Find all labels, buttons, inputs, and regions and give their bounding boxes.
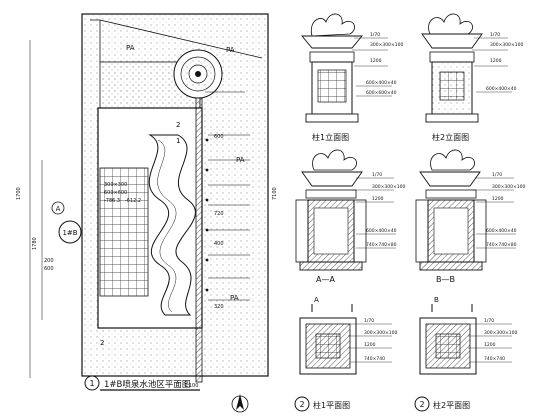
- column-1-elevation: 1/70 300×300×100 1200 600×400×40 600×600…: [301, 13, 403, 142]
- svg-text:740×740: 740×740: [364, 356, 385, 362]
- svg-text:-612.2: -612.2: [125, 198, 141, 204]
- svg-text:1/70: 1/70: [492, 172, 502, 178]
- svg-text:720: 720: [214, 211, 224, 217]
- flower-icon: [312, 149, 357, 171]
- svg-text:-786.3: -786.3: [104, 198, 120, 204]
- svg-text:300×300×100: 300×300×100: [364, 330, 397, 336]
- section-a-a: 1/70 300×300×100 1200 600×400×40 740×740…: [295, 149, 405, 284]
- column-2-plan-number: 2: [419, 400, 424, 409]
- flower-icon: [430, 149, 475, 171]
- cut-mark-a: A: [314, 296, 319, 304]
- svg-text:300×300×100: 300×300×100: [370, 42, 403, 48]
- diagonal-edge: [99, 19, 263, 59]
- flower-icon: [428, 13, 473, 35]
- grid-label-2: 2: [176, 121, 180, 129]
- svg-text:300×300: 300×300: [104, 182, 127, 188]
- svg-text:740×740×80: 740×740×80: [486, 242, 517, 248]
- column-1-plan-title: 柱1平面图: [313, 400, 350, 410]
- svg-text:300×300×100: 300×300×100: [490, 42, 523, 48]
- svg-text:300×300×100: 300×300×100: [492, 184, 525, 190]
- flower-icon: [310, 13, 355, 37]
- pool-id-bubble: 1#B: [58, 220, 82, 244]
- svg-text:1/70: 1/70: [372, 172, 382, 178]
- svg-text:600×600: 600×600: [104, 190, 127, 196]
- section-b-b: 1/70 300×300×100 1200 600×400×40 740×740…: [415, 149, 525, 284]
- detail-label-2: 2: [100, 339, 104, 347]
- svg-text:300×300×100: 300×300×100: [372, 184, 405, 190]
- svg-text:400: 400: [214, 241, 224, 247]
- svg-text:600×600×40: 600×600×40: [366, 90, 397, 96]
- plan-number: 1: [89, 379, 94, 388]
- svg-text:600: 600: [44, 266, 54, 272]
- svg-text:600×400×40: 600×400×40: [366, 228, 397, 234]
- svg-text:1200: 1200: [364, 342, 376, 348]
- plan-notes: 300×300 600×600 -786.3 -612.2 720 200 60…: [16, 134, 278, 310]
- svg-text:200: 200: [44, 258, 54, 264]
- svg-text:1/70: 1/70: [490, 32, 500, 38]
- column-2-elevation: 1/70 300×300×100 1200 600×400×40 柱2立面图: [421, 13, 523, 142]
- svg-text:1/70: 1/70: [370, 32, 380, 38]
- svg-text:1200: 1200: [490, 58, 502, 64]
- svg-text:300×300×100: 300×300×100: [484, 330, 517, 336]
- svg-text:1200: 1200: [484, 342, 496, 348]
- north-arrow-icon: [231, 394, 249, 413]
- plan-title-block: 1 1#B喷泉水池区平面图 1:100: [84, 375, 200, 391]
- svg-text:7100: 7100: [272, 187, 278, 200]
- plan-title: 1#B喷泉水池区平面图: [104, 379, 190, 390]
- pool-plan: A 1#B PA PA PA PA 2 1 2 300×300 600×600 …: [16, 13, 278, 413]
- column-2-title: 柱2立面图: [432, 132, 469, 142]
- svg-text:600×400×40: 600×400×40: [486, 228, 517, 234]
- cut-mark-b: B: [434, 296, 439, 304]
- column-2-plan-title: 柱2平面图: [433, 400, 470, 410]
- column-1-plan-number: 2: [299, 400, 304, 409]
- pa-label: PA: [126, 44, 135, 52]
- column-1-title: 柱1立面图: [312, 132, 349, 142]
- pool-id-label: 1#B: [62, 229, 77, 237]
- svg-text:1/70: 1/70: [484, 318, 494, 324]
- svg-text:1200: 1200: [492, 196, 504, 202]
- svg-text:1200: 1200: [370, 58, 382, 64]
- svg-text:1780: 1780: [32, 237, 38, 250]
- column-1-plan: A 1/70 300×300×100 1200 740×740 2 柱1平面图: [294, 296, 397, 412]
- axis-label-a: A: [56, 205, 61, 213]
- svg-text:740×740: 740×740: [484, 356, 505, 362]
- plan-scale: 1:100: [184, 383, 198, 389]
- column-2-plan: B 1/70 300×300×100 1200 740×740 2 柱2平面图: [414, 296, 517, 412]
- svg-text:320: 320: [214, 304, 224, 310]
- pa-label-4: PA: [230, 294, 239, 302]
- grid-label-1: 1: [176, 137, 180, 145]
- pa-label-2: PA: [226, 46, 235, 54]
- section-b-title: B—B: [436, 275, 455, 284]
- svg-text:1700: 1700: [16, 187, 22, 200]
- axis-bubble-a: A: [51, 201, 65, 215]
- fountain-circle: [173, 49, 223, 99]
- central-wall: [195, 51, 203, 383]
- svg-text:600×400×40: 600×400×40: [366, 80, 397, 86]
- svg-text:600×400×40: 600×400×40: [486, 86, 517, 92]
- tile-grid: [99, 167, 149, 297]
- svg-text:740×740×80: 740×740×80: [366, 242, 397, 248]
- svg-text:600: 600: [214, 134, 224, 140]
- svg-text:1/70: 1/70: [364, 318, 374, 324]
- svg-text:1200: 1200: [372, 196, 384, 202]
- pa-label-3: PA: [236, 156, 245, 164]
- section-a-title: A—A: [316, 275, 335, 284]
